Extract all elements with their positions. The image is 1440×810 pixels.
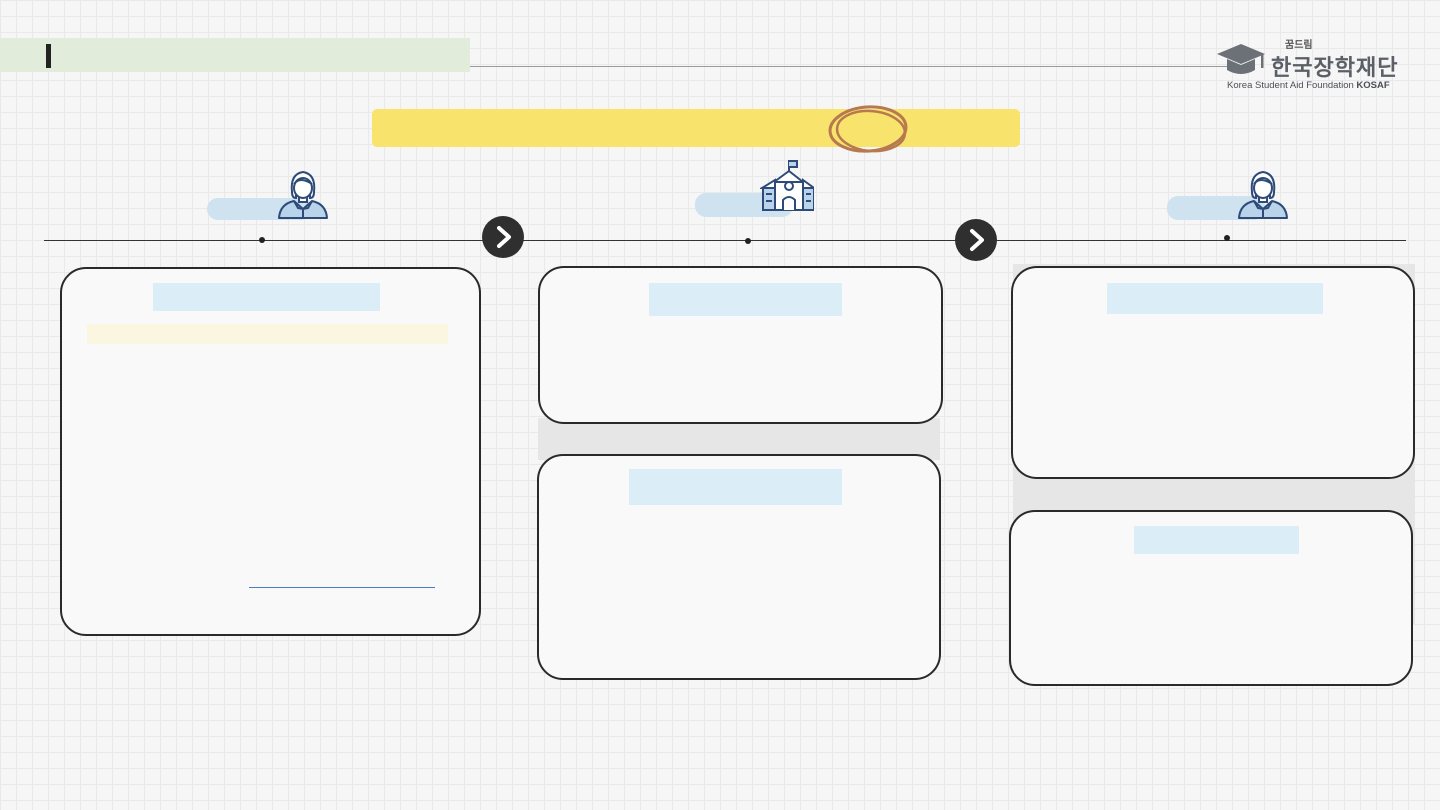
card-connector bbox=[538, 418, 940, 460]
logo-english-name: Korea Student Aid Foundation bbox=[1227, 80, 1354, 91]
card-title bbox=[153, 283, 380, 311]
timeline-dot bbox=[1224, 235, 1230, 241]
logo-name: 한국장학재단 bbox=[1271, 55, 1399, 80]
logo-english: Korea Student Aid Foundation KOSAF bbox=[1227, 80, 1390, 91]
graduation-cap-icon bbox=[1217, 44, 1265, 74]
step-1-card bbox=[60, 267, 481, 636]
kosaf-logo: 꿈드림 한국장학재단 Korea Student Aid Foundation … bbox=[1215, 36, 1405, 94]
next-step-button[interactable] bbox=[955, 219, 997, 261]
chevron-right-icon bbox=[970, 229, 984, 251]
person-icon bbox=[1238, 170, 1288, 219]
step-2-card-bottom bbox=[537, 454, 941, 680]
card-highlight bbox=[87, 324, 448, 344]
card-title bbox=[1134, 526, 1299, 554]
person-icon bbox=[278, 170, 328, 219]
step-3-card-top bbox=[1011, 266, 1415, 479]
chevron-right-icon bbox=[497, 226, 511, 248]
headline-banner bbox=[372, 109, 1020, 147]
logo-slogan: 꿈드림 bbox=[1285, 40, 1313, 51]
title-marker bbox=[46, 44, 51, 68]
card-link[interactable] bbox=[249, 587, 435, 588]
circle-highlight-scribble bbox=[828, 105, 908, 153]
card-title bbox=[629, 469, 842, 505]
logo-brand: KOSAF bbox=[1356, 80, 1390, 91]
school-icon bbox=[760, 160, 814, 211]
card-title bbox=[1107, 283, 1323, 314]
timeline-dot bbox=[745, 238, 751, 244]
title-band bbox=[0, 38, 470, 72]
step-2-card-top bbox=[538, 266, 943, 424]
next-step-button[interactable] bbox=[482, 216, 524, 258]
header-divider bbox=[470, 66, 1230, 67]
timeline bbox=[44, 240, 1406, 241]
timeline-dot bbox=[259, 237, 265, 243]
step-3-card-bottom bbox=[1009, 510, 1413, 686]
card-title bbox=[649, 283, 842, 316]
